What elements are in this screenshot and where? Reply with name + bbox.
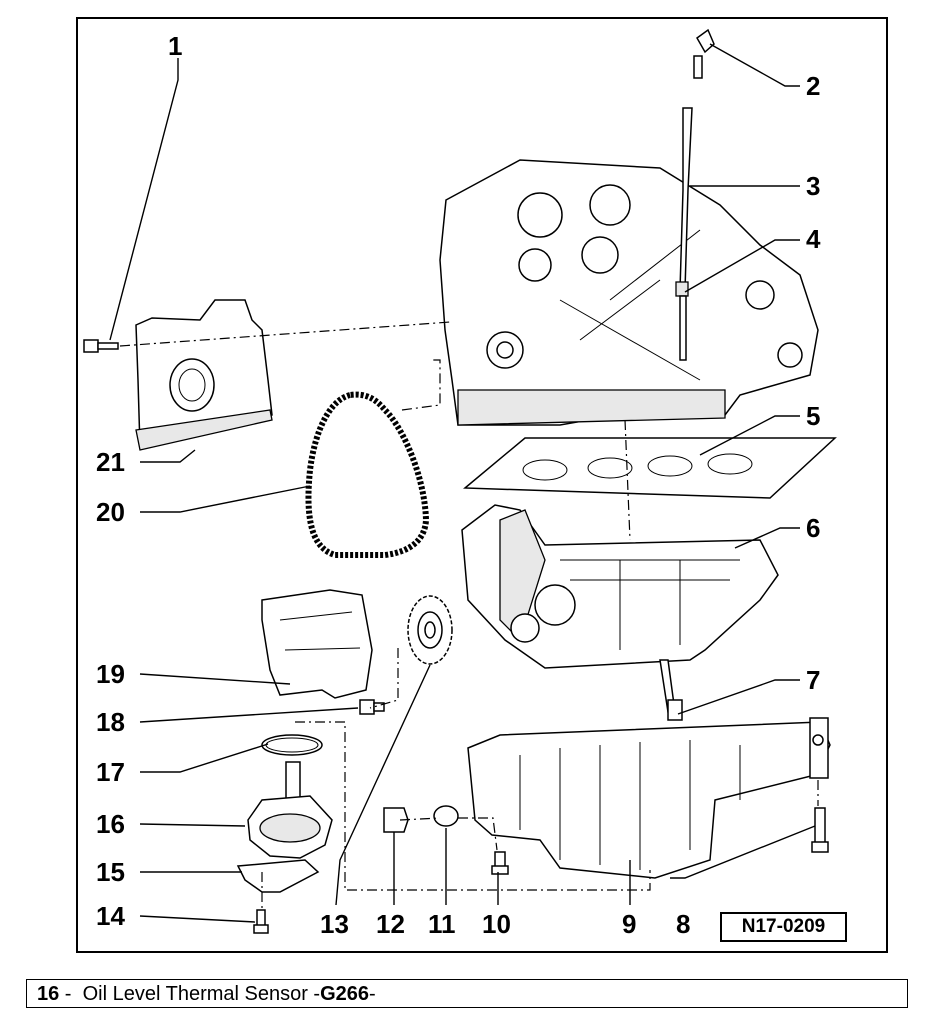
callout-11: 11 [428, 909, 456, 939]
callout-18: 18 [96, 707, 125, 737]
callout-12: 12 [376, 909, 405, 939]
oil-sump [467, 717, 831, 879]
caption-suffix: - [369, 983, 376, 1005]
callout-16: 16 [96, 809, 125, 839]
alignment-lines [119, 321, 819, 910]
callout-20: 20 [96, 497, 125, 527]
callout-10: 10 [482, 909, 511, 939]
callout-4: 4 [806, 224, 821, 254]
timing-chain [305, 391, 430, 558]
dipstick [675, 28, 715, 361]
oil-level-sensor [236, 734, 333, 893]
figure-reference-code: N17-0209 [720, 912, 847, 942]
callout-1: 1 [168, 31, 182, 61]
small-parts [83, 339, 829, 934]
callout-2: 2 [806, 71, 820, 101]
caption-text: Oil Level Thermal Sensor - [82, 983, 321, 1005]
callout-9: 9 [622, 909, 636, 939]
front-cover [135, 299, 273, 451]
callout-5: 5 [806, 401, 820, 431]
engine-block [439, 159, 819, 426]
sprocket [407, 595, 453, 665]
part-caption: 16 - Oil Level Thermal Sensor -G266- [26, 979, 908, 1008]
callout-19: 19 [96, 659, 125, 689]
callout-13: 13 [320, 909, 349, 939]
callout-7: 7 [806, 665, 820, 695]
callout-14: 14 [96, 901, 125, 931]
callout-6: 6 [806, 513, 820, 543]
caption-code: G266 [320, 983, 370, 1005]
callout-17: 17 [96, 757, 125, 787]
leader-lines [109, 43, 816, 923]
callout-21: 21 [96, 447, 125, 477]
chain-cover [261, 589, 373, 699]
caption-part-number: 16 [37, 983, 60, 1005]
callout-3: 3 [806, 171, 820, 201]
callout-8: 8 [676, 909, 690, 939]
callout-15: 15 [96, 857, 125, 887]
oil-pump-housing [461, 504, 779, 713]
caption-separator: - [59, 983, 83, 1005]
gasket [463, 437, 837, 499]
